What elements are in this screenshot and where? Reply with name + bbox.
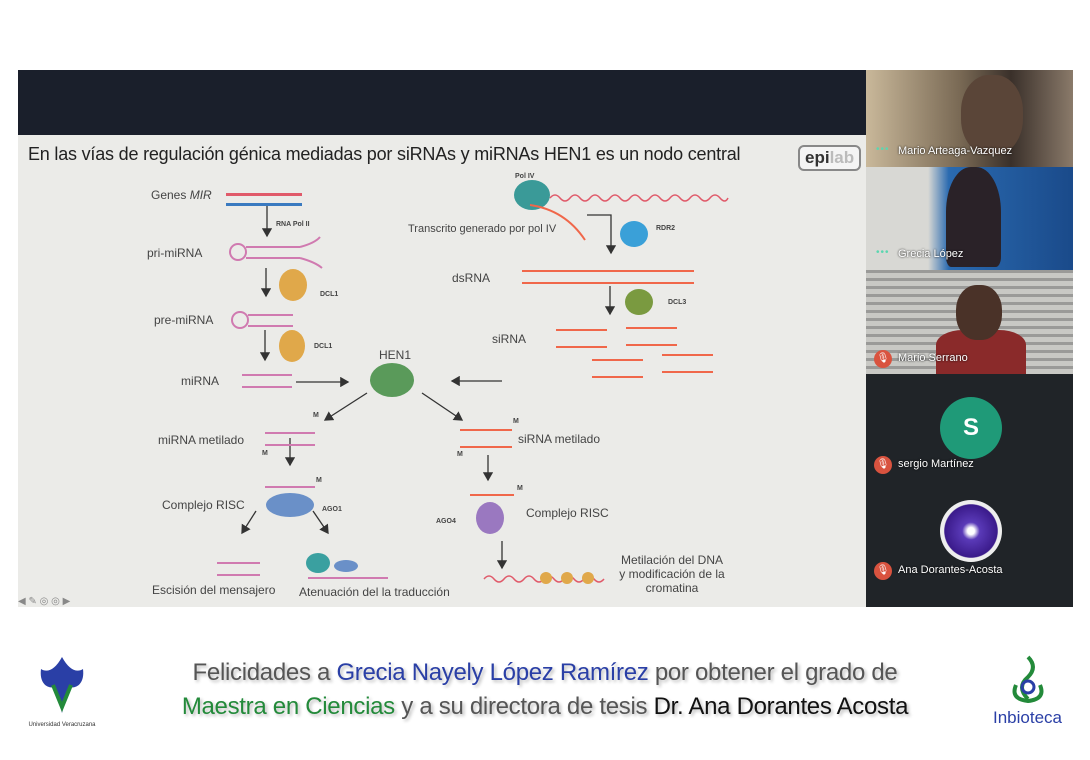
pre-mirna-label: pre-miRNA (154, 313, 214, 327)
arrows (241, 206, 617, 570)
ago1-label: AGO1 (322, 506, 342, 513)
methyl-mark: M (262, 450, 268, 457)
methyl-mark: M (313, 412, 319, 419)
sirna-metilado-label: siRNA metilado (518, 432, 601, 446)
dcl1-proteins (279, 269, 307, 362)
caption-line-1: Felicidades a Grecia Nayely López Ramíre… (192, 659, 898, 686)
methyl-mark: M (457, 451, 463, 458)
rna-pol-label: RNA Pol II (276, 221, 310, 228)
rdr2-protein (620, 221, 648, 247)
slide-nav-controls[interactable]: ◀ ✎ ◎ ◎ ▶ (18, 596, 71, 607)
transcrito-label: Transcrito generado por pol IV (408, 223, 557, 235)
dcl3-protein (625, 289, 653, 315)
dna-gene (226, 193, 302, 206)
dsrna-label: dsRNA (452, 271, 491, 285)
slide-title: En las vías de regulación génica mediada… (28, 144, 741, 164)
mirna-label: miRNA (181, 374, 219, 388)
avatar (940, 500, 1002, 562)
mirna-metilado-label: miRNA metilado (158, 433, 245, 447)
dcl3-label: DCL3 (668, 299, 687, 306)
participant-tile[interactable]: 🎙 Mario Serrano (866, 270, 1073, 374)
sirna-duplexes (460, 270, 713, 496)
methyl-mark: M (517, 485, 523, 492)
muted-mic-icon: 🎙 (874, 562, 892, 580)
speaking-icon: ••• (876, 247, 890, 258)
ago4-protein (476, 502, 504, 534)
participant-name: Mario Arteaga-Vazquez (898, 145, 1013, 157)
slide-top-bar (18, 70, 866, 135)
caption-line-2: Maestra en Ciencias y a su directora de … (181, 693, 909, 720)
complejo-risc-label: Complejo RISC (526, 506, 609, 520)
muted-mic-icon: 🎙 (874, 350, 892, 368)
participant-name: Grecia López (898, 248, 964, 260)
pol4-protein (514, 180, 550, 210)
methyl-mark: M (513, 418, 519, 425)
escision-label: Escisión del mensajero (152, 583, 276, 597)
participant-name: sergio Martínez (898, 458, 974, 470)
complejo-risc-label: Complejo RISC (162, 498, 245, 512)
avatar: S (940, 397, 1002, 459)
ago1-protein (266, 493, 314, 517)
hen1-label: HEN1 (379, 348, 412, 362)
inbioteca-logo: Inbioteca (985, 655, 1070, 728)
hen1-protein (370, 363, 414, 397)
mirna-hairpins (217, 236, 388, 579)
participant-name: Ana Dorantes-Acosta (898, 564, 1003, 576)
pathway-diagram (217, 180, 729, 584)
participant-name: Mario Serrano (898, 352, 968, 364)
participant-tile[interactable]: ••• Grecia López (866, 167, 1073, 270)
speaking-icon: ••• (876, 144, 890, 155)
genes-mir-label: Genes MIR (151, 188, 212, 202)
participant-tile[interactable]: S 🎙 sergio Martínez (866, 374, 1073, 480)
pol4-label: Pol IV (515, 173, 535, 180)
presentation-slide (18, 135, 866, 607)
sirna-label: siRNA (492, 332, 527, 346)
muted-mic-icon: 🎙 (874, 456, 892, 474)
ago4-label: AGO4 (436, 518, 456, 525)
dcl1-label: DCL1 (320, 291, 339, 298)
dcl1-label: DCL1 (314, 343, 333, 350)
methyl-mark: M (316, 477, 322, 484)
participant-tile[interactable]: 🎙 Ana Dorantes-Acosta (866, 480, 1073, 607)
epilab-logo: epilab (798, 145, 862, 171)
rdr2-label: RDR2 (656, 225, 676, 232)
participant-tile[interactable]: ••• Mario Arteaga-Vazquez (866, 70, 1073, 167)
pri-mirna-label: pri-miRNA (147, 246, 203, 260)
universidad-veracruzana-logo: Universidad Veracruzana (14, 655, 110, 728)
atenuacion-label: Atenuación del la traducción (299, 585, 450, 599)
